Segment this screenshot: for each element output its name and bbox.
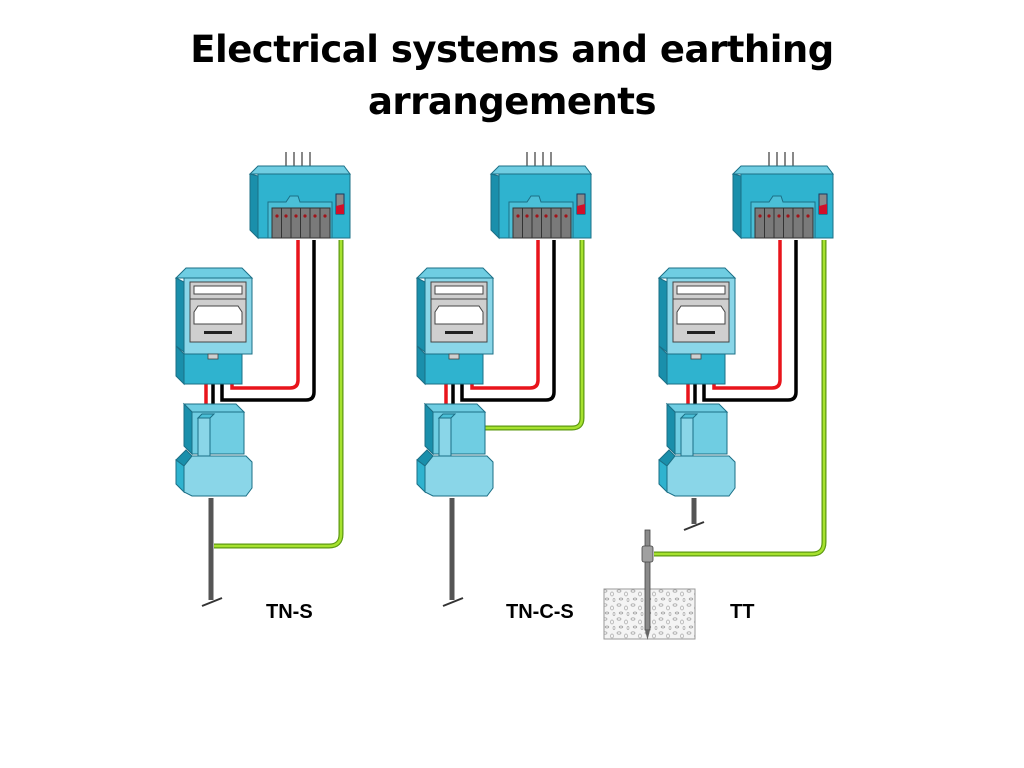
panel-tn-c-s: TN-C-S [416,151,592,623]
title-line-1: Electrical systems and earthing [190,28,834,71]
panel-tn-s: TN-S [175,151,351,623]
slide-title: Electrical systems and earthing arrangem… [0,24,1024,128]
title-line-2: arrangements [367,80,657,123]
electricity-meter-icon [175,267,253,385]
label-tn-c-s: TN-C-S [506,601,574,623]
label-tn-s: TN-S [266,601,313,623]
consumer-unit-icon [490,151,592,239]
neutral-wire [460,240,556,402]
service-cutout-icon [416,403,494,497]
line-wire [470,240,540,390]
earth-rod-icon [641,529,654,640]
electricity-meter-icon [658,267,736,385]
label-tt: TT [730,601,754,623]
service-cutout-icon [658,403,736,497]
panel-tt: TT [603,151,834,640]
consumer-unit-icon [732,151,834,239]
consumer-unit-icon [249,151,351,239]
neutral-wire [702,240,798,402]
electricity-meter-icon [416,267,494,385]
service-cutout-icon [175,403,253,497]
line-wire [712,240,782,390]
earth-wire [654,240,826,556]
earth-wire [484,240,584,430]
